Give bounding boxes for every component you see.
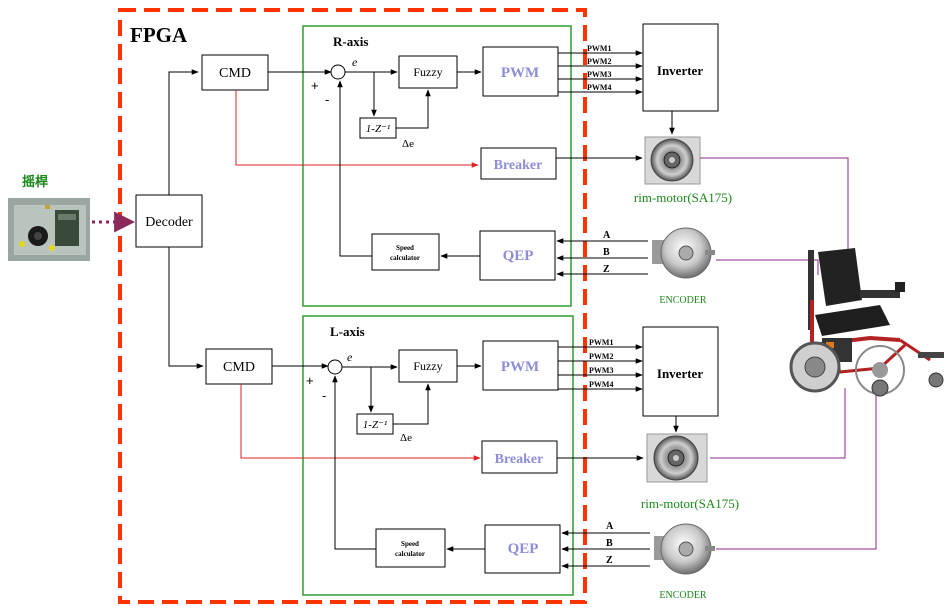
l-pwm3-label: PWM3 xyxy=(589,366,613,375)
l-encoder-icon xyxy=(654,524,715,574)
l-delta-e: Δe xyxy=(400,432,412,444)
r-breaker-label: Breaker xyxy=(494,158,543,173)
r-cmd-label: CMD xyxy=(219,66,251,81)
l-speed-calc-line1: Speed xyxy=(401,540,419,548)
l-encoder-label: ENCODER xyxy=(659,590,707,601)
l-enc-a-label: A xyxy=(606,521,614,532)
joystick-photo xyxy=(8,198,90,261)
r-delta-e: Δe xyxy=(402,138,414,150)
l-motor-label: rim-motor(SA175) xyxy=(641,496,739,511)
l-pwm4-label: PWM4 xyxy=(589,380,613,389)
l-breaker-label: Breaker xyxy=(495,452,544,467)
r-pwm1-label: PWM1 xyxy=(587,44,611,53)
r-speed-calc-line1: Speed xyxy=(396,244,414,252)
fpga-label: FPGA xyxy=(130,23,188,47)
l-feedback-line xyxy=(335,376,376,549)
l-fuzzy-label: Fuzzy xyxy=(413,359,442,373)
r-pwm2-label: PWM2 xyxy=(587,57,611,66)
r-rim-motor-icon xyxy=(645,137,700,184)
r-summing-junction xyxy=(331,65,345,79)
r-encoder-icon xyxy=(652,228,715,278)
r-pwm4-label: PWM4 xyxy=(587,83,611,92)
r-inverter-label: Inverter xyxy=(657,63,703,78)
l-delay-to-fuzzy-line xyxy=(393,384,428,424)
l-motor-wire xyxy=(710,388,845,458)
decoder-to-cmd-r-line xyxy=(169,72,198,195)
r-axis-title: R-axis xyxy=(333,34,368,49)
l-encoder-wire xyxy=(716,392,876,549)
r-motor-label: rim-motor(SA175) xyxy=(634,190,732,205)
r-delay-to-fuzzy-line xyxy=(396,90,428,128)
r-delay-label: 1-Z⁻¹ xyxy=(366,123,390,135)
r-pwm-label: PWM xyxy=(501,65,539,81)
l-error-symbol: e xyxy=(347,350,353,364)
l-minus-sign: - xyxy=(322,388,326,403)
l-speed-calc-line2: calculator xyxy=(395,550,425,558)
joystick-label: 摇桿 xyxy=(22,174,48,189)
l-inverter-label: Inverter xyxy=(657,366,703,381)
l-axis-group: L-axis CMD + - e Fuzzy 1-Z⁻¹ Δe PWM PWM1… xyxy=(206,316,739,601)
r-error-symbol: e xyxy=(352,55,358,69)
l-pwm-label: PWM xyxy=(501,359,539,375)
l-rim-motor-icon xyxy=(647,434,707,482)
decoder-label: Decoder xyxy=(145,215,193,230)
r-qep-label: QEP xyxy=(503,248,534,264)
l-plus-sign: + xyxy=(306,373,314,388)
r-encoder-wire xyxy=(716,260,818,275)
r-axis-group: R-axis CMD + - e Fuzzy 1-Z⁻¹ Δe PWM PWM1… xyxy=(202,24,732,306)
l-delay-label: 1-Z⁻¹ xyxy=(363,419,387,431)
r-enc-b-label: B xyxy=(603,247,610,258)
l-summing-junction xyxy=(328,360,342,374)
l-cmd-label: CMD xyxy=(223,360,255,375)
r-enc-a-label: A xyxy=(603,230,611,241)
l-axis-title: L-axis xyxy=(330,324,365,339)
wheelchair-icon xyxy=(791,248,944,396)
r-speed-calc-block xyxy=(372,234,439,270)
r-plus-sign: + xyxy=(311,78,319,93)
r-encoder-label: ENCODER xyxy=(659,295,707,306)
decoder-to-cmd-l-line xyxy=(169,247,203,366)
l-enc-z-label: Z xyxy=(606,555,613,566)
r-speed-calc-line2: calculator xyxy=(390,254,420,262)
r-pwm3-label: PWM3 xyxy=(587,70,611,79)
l-qep-label: QEP xyxy=(508,541,539,557)
r-enc-z-label: Z xyxy=(603,264,610,275)
r-feedback-line xyxy=(340,81,372,256)
l-pwm2-label: PWM2 xyxy=(589,352,613,361)
l-speed-calc-block xyxy=(376,529,445,567)
l-pwm1-label: PWM1 xyxy=(589,338,613,347)
r-fuzzy-label: Fuzzy xyxy=(413,65,442,79)
l-enc-b-label: B xyxy=(606,538,613,549)
r-minus-sign: - xyxy=(325,92,329,107)
r-cmd-to-breaker-line xyxy=(236,90,478,165)
